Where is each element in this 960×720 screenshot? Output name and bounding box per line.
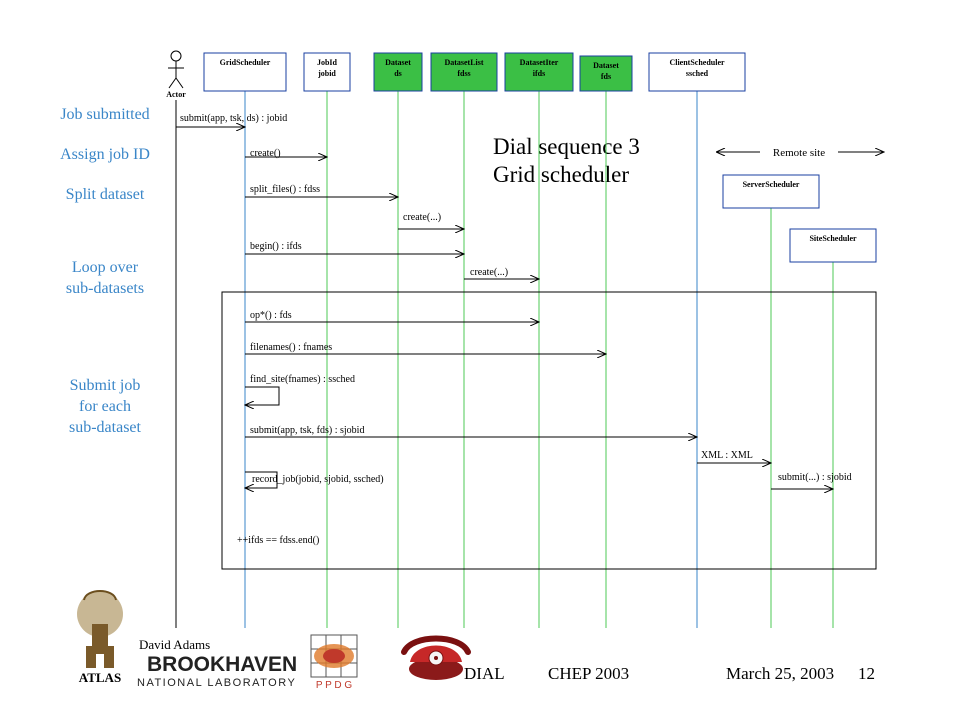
- svg-text:ifds: ifds: [533, 69, 545, 78]
- message-label: create(...): [403, 212, 441, 223]
- self-message-arrow: [245, 471, 278, 488]
- telephone-icon: [401, 635, 471, 680]
- diagram-title-line1: Dial sequence 3: [493, 134, 640, 159]
- self-message-arrow: [245, 386, 280, 405]
- svg-text:ServerScheduler: ServerScheduler: [743, 180, 800, 189]
- slide-number: 12: [858, 664, 875, 683]
- remote-site-label: Remote site: [773, 147, 825, 159]
- brookhaven-top: BROOKHAVEN: [147, 653, 297, 676]
- brookhaven-bottom: NATIONAL LABORATORY: [137, 677, 296, 689]
- svg-text:Dataset: Dataset: [385, 58, 411, 67]
- svg-text:Dataset: Dataset: [593, 61, 619, 70]
- side-label-loop-over: Loop over sub-datasets: [65, 259, 145, 297]
- footer-date: March 25, 2003: [726, 664, 835, 683]
- atlas-label: ATLAS: [79, 670, 121, 685]
- svg-text:ssched: ssched: [686, 69, 709, 78]
- lifeline-box-grid: GridScheduler: [203, 52, 287, 92]
- message-label: XML : XML: [701, 450, 753, 461]
- message-label: create(...): [470, 267, 508, 278]
- svg-text:JobId: JobId: [317, 58, 338, 67]
- message-label: find_site(fnames) : ssched: [250, 374, 355, 385]
- svg-text:ClientScheduler: ClientScheduler: [669, 58, 725, 67]
- footer-conference: CHEP 2003: [548, 664, 630, 683]
- ppdg-logo: P P D G: [310, 634, 358, 691]
- message-label: split_files() : fdss: [250, 184, 320, 195]
- svg-text:jobid: jobid: [317, 69, 336, 78]
- svg-text:fds: fds: [601, 72, 611, 81]
- lifeline-box-fdss: DatasetList fdss: [430, 52, 498, 92]
- side-label-submit-job: Submit job for each sub-dataset: [69, 377, 141, 436]
- message-label: submit(app, tsk, ds) : jobid: [180, 113, 287, 124]
- message-label: begin() : ifds: [250, 241, 302, 252]
- message-label: record_job(jobid, sjobid, ssched): [252, 474, 384, 485]
- message-label: submit(...) : sjobid: [778, 472, 852, 483]
- svg-text:DatasetIter: DatasetIter: [520, 58, 559, 67]
- author-name: David Adams: [139, 637, 211, 652]
- footer-dial: DIAL: [464, 664, 505, 683]
- brookhaven-logo: BROOKHAVEN NATIONAL LABORATORY: [137, 653, 297, 689]
- lifeline-box-server: ServerScheduler: [722, 174, 820, 209]
- svg-text:SiteScheduler: SiteScheduler: [809, 234, 857, 243]
- svg-text:fdss: fdss: [457, 69, 470, 78]
- lifeline-box-fds: Dataset fds: [579, 55, 633, 92]
- side-label-job-submitted: Job submitted: [60, 106, 150, 123]
- actor-label: Actor: [166, 90, 186, 99]
- loop-frame: [221, 291, 877, 570]
- side-label-split-dataset: Split dataset: [65, 186, 145, 203]
- lifeline-box-site: SiteScheduler: [789, 228, 877, 263]
- side-label-assign-job-id: Assign job ID: [60, 146, 150, 163]
- actor-icon: [168, 50, 184, 89]
- message-label: filenames() : fnames: [250, 342, 332, 353]
- message-label: create(): [250, 148, 281, 159]
- atlas-logo: [77, 590, 123, 668]
- message-label: op*() : fds: [250, 310, 292, 321]
- svg-text:ds: ds: [394, 69, 402, 78]
- loop-condition: ++ifds == fdss.end(): [237, 535, 319, 546]
- message-label: submit(app, tsk, fds) : sjobid: [250, 425, 364, 436]
- lifeline-box-ifds: DatasetIter ifds: [504, 52, 574, 92]
- svg-text:GridScheduler: GridScheduler: [220, 58, 271, 67]
- lifeline-box-ds: Dataset ds: [373, 52, 423, 92]
- ppdg-label: P P D G: [316, 680, 353, 691]
- svg-text:DatasetList: DatasetList: [444, 58, 483, 67]
- lifeline-box-ssched: ClientScheduler ssched: [648, 52, 746, 92]
- lifeline-box-jobid: JobId jobid: [303, 52, 351, 92]
